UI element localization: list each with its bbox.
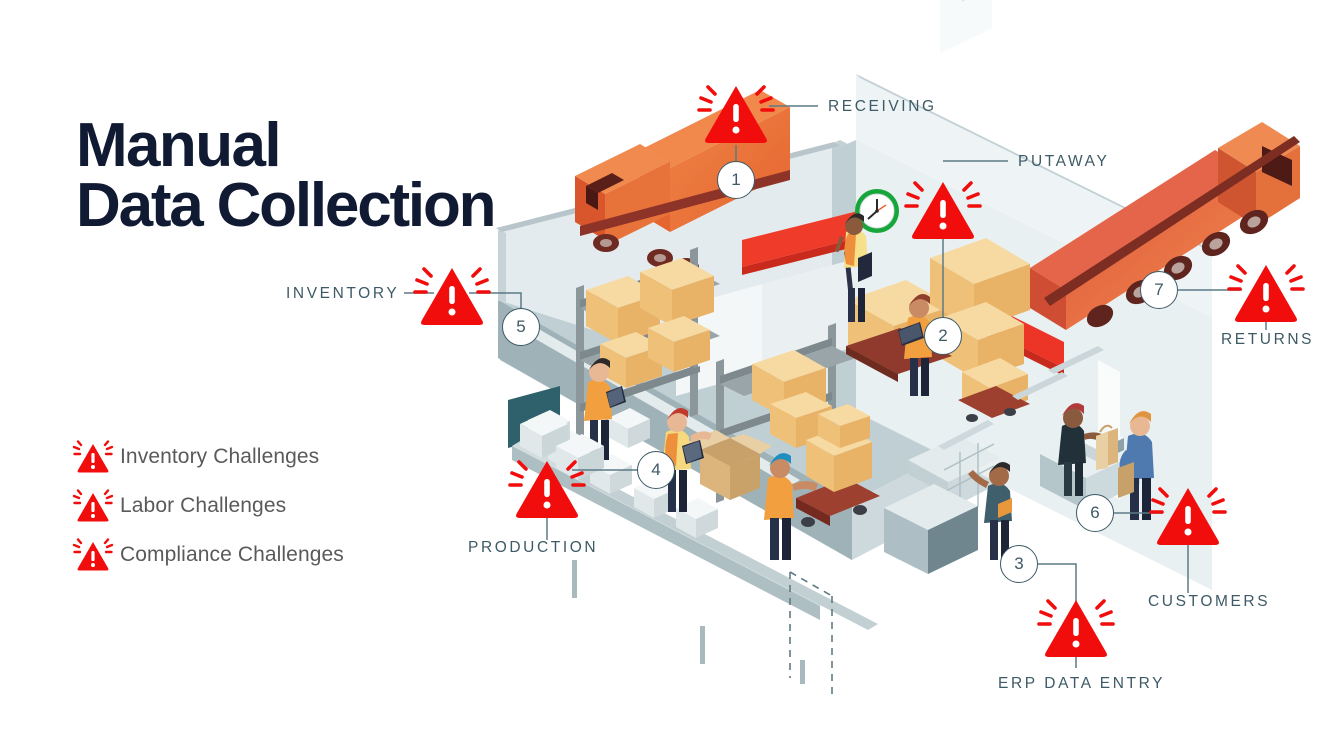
legend-item-label: Labor Challenges bbox=[120, 493, 287, 517]
callout-number-2[interactable]: 2 bbox=[924, 317, 962, 355]
callout-label-erp-data-entry: ERP DATA ENTRY bbox=[998, 675, 1166, 692]
alert-marker-putaway[interactable] bbox=[904, 176, 982, 244]
alert-marker-erp-data-entry[interactable] bbox=[1037, 594, 1115, 662]
callout-label-putaway: PUTAWAY bbox=[1018, 153, 1110, 170]
callout-label-returns: RETURNS bbox=[1221, 331, 1315, 348]
callout-label-inventory: INVENTORY bbox=[286, 285, 400, 302]
checkout-counter bbox=[1012, 346, 1154, 520]
worker-pointing bbox=[834, 213, 872, 322]
alert-marker-returns[interactable] bbox=[1227, 259, 1305, 327]
delivery-truck-right bbox=[1030, 122, 1300, 330]
warning-triangle-icon bbox=[72, 488, 114, 523]
legend: Inventory Challenges Labor Challenges bbox=[72, 432, 432, 579]
page-title: Manual Data Collection bbox=[76, 114, 596, 241]
legend-item-label: Inventory Challenges bbox=[120, 444, 320, 468]
alert-marker-inventory[interactable] bbox=[413, 262, 491, 330]
pallet-jack-operator bbox=[764, 404, 880, 560]
callout-label-production: PRODUCTION bbox=[468, 539, 599, 556]
callout-number-1[interactable]: 1 bbox=[717, 161, 755, 199]
floor-boxes-left bbox=[520, 412, 604, 480]
callout-number-7[interactable]: 7 bbox=[1140, 271, 1178, 309]
title-line-2: Data Collection bbox=[76, 171, 496, 241]
legend-item: Inventory Challenges bbox=[72, 432, 432, 481]
dashed-doorway bbox=[789, 571, 833, 700]
alert-marker-production[interactable] bbox=[508, 455, 586, 523]
callout-number-5[interactable]: 5 bbox=[502, 308, 540, 346]
warning-triangle-icon bbox=[72, 439, 114, 474]
callout-label-customers: CUSTOMERS bbox=[1148, 593, 1271, 610]
boxes-right-stack bbox=[846, 238, 1030, 422]
worker-clipboard-left bbox=[584, 358, 626, 460]
alert-marker-receiving[interactable] bbox=[697, 80, 775, 148]
legend-item: Compliance Challenges bbox=[72, 530, 432, 579]
warning-triangle-icon bbox=[72, 537, 114, 572]
pallet-racking-left bbox=[576, 247, 720, 455]
worker-with-tablet bbox=[898, 294, 932, 396]
legend-item-label: Compliance Challenges bbox=[120, 542, 344, 566]
callout-label-receiving: RECEIVING bbox=[828, 98, 937, 115]
title-line-1: Manual bbox=[76, 110, 282, 180]
callout-number-4[interactable]: 4 bbox=[637, 451, 675, 489]
alert-marker-customers[interactable] bbox=[1149, 482, 1227, 550]
legend-item: Labor Challenges bbox=[72, 481, 432, 530]
wall-clock-icon bbox=[855, 189, 899, 233]
erp-terminal bbox=[884, 0, 1012, 574]
callout-number-6[interactable]: 6 bbox=[1076, 494, 1114, 532]
callout-number-3[interactable]: 3 bbox=[1000, 545, 1038, 583]
